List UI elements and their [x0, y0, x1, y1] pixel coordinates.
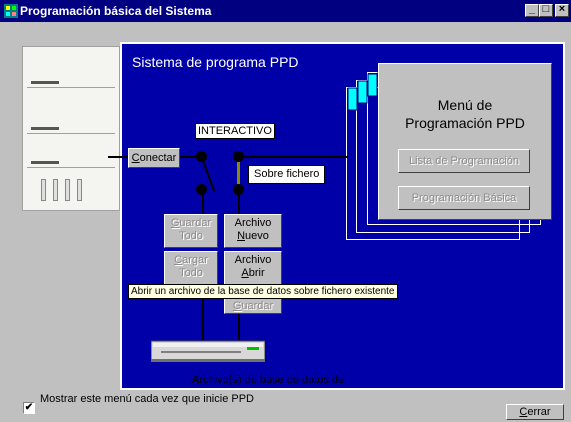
close-window-button[interactable]: ×	[555, 3, 569, 17]
maximize-button[interactable]: □	[539, 3, 553, 17]
right-branch-line	[238, 190, 240, 214]
connect-line	[180, 156, 202, 158]
interactive-label: INTERACTIVO	[195, 123, 275, 139]
menu-link-line	[238, 156, 348, 158]
file-label: Sobre fichero	[248, 165, 326, 184]
show-menu-label: Mostrar este menú cada vez que inicie PP…	[40, 394, 254, 405]
left-node-dot	[196, 184, 207, 195]
basic-programming-button[interactable]: Programación Básica	[398, 186, 530, 210]
close-icon: ×	[558, 3, 566, 15]
show-menu-checkbox[interactable]: ✔	[23, 402, 35, 414]
minimize-icon: _	[528, 3, 536, 15]
app-grid-icon	[4, 4, 18, 18]
pbx-unit-image	[22, 46, 120, 211]
file-mode-link	[237, 162, 240, 192]
right-node-dot	[233, 184, 244, 195]
panel-title: Sistema de programa PPD	[132, 54, 299, 70]
interactive-node-dot	[233, 151, 244, 162]
minimize-button[interactable]: _	[525, 3, 539, 17]
menu-title: Menú de Programación PPD	[405, 97, 525, 131]
programming-list-button[interactable]: Lista de Programación	[398, 149, 530, 173]
load-all-button[interactable]: Cargar Todo	[164, 251, 218, 285]
switch-pivot-dot	[196, 151, 207, 162]
save-all-button[interactable]: Guardar Todo	[164, 214, 218, 248]
checkmark-icon: ✔	[24, 402, 34, 413]
title-bar[interactable]: Programación básica del Sistema _ □ ×	[0, 0, 571, 22]
window-title: Programación básica del Sistema	[20, 4, 212, 18]
open-file-tooltip: Abrir un archivo de la base de datos sob…	[128, 284, 398, 299]
new-file-button[interactable]: Archivo Nuevo	[224, 214, 282, 248]
database-files-label: Archivo(s) de base de datos de	[192, 374, 345, 386]
right-db-line	[238, 314, 240, 340]
save-button[interactable]: Guardar	[224, 298, 282, 314]
connect-button[interactable]: Conectar	[128, 148, 180, 168]
maximize-icon: □	[542, 3, 550, 15]
open-file-button[interactable]: Archivo Abrir	[224, 251, 282, 285]
left-db-line	[202, 298, 204, 340]
pbx-connector-line	[108, 156, 128, 158]
left-branch-line	[202, 190, 204, 214]
database-server-icon	[151, 340, 265, 362]
close-button[interactable]: Cerrar	[506, 404, 564, 420]
